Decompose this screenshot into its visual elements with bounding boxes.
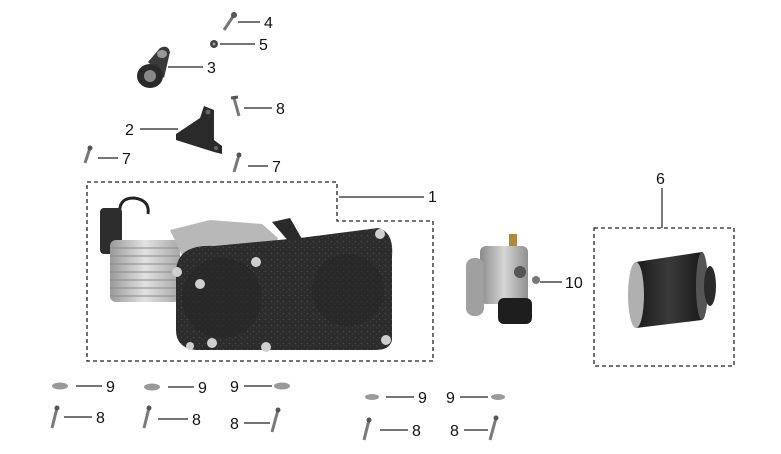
callout-8-r1: 8 (96, 410, 105, 427)
callout-7a: 7 (122, 151, 131, 168)
callout-1: 1 (428, 189, 437, 206)
engine-mount-part-3: 3 (137, 46, 216, 88)
air-filter-part-6: 6 (593, 171, 735, 367)
callout-8-top: 8 (276, 101, 285, 118)
bolt-part-7-right: 7 (232, 152, 281, 176)
bolt-part-8-r3: 8 (230, 407, 281, 433)
carburetor-part-10: 10 (466, 234, 583, 324)
callout-8-r5: 8 (450, 423, 459, 440)
bolt-part-8-r1: 8 (50, 405, 105, 429)
callout-3: 3 (207, 60, 216, 77)
callout-9-r3: 9 (230, 379, 239, 396)
callout-9-r2: 9 (198, 380, 207, 397)
callout-4: 4 (264, 15, 273, 32)
callout-5: 5 (259, 37, 268, 54)
bolt-part-8-r4: 8 (362, 417, 421, 441)
washer-part-9-r5: 9 (446, 390, 505, 407)
callout-10: 10 (565, 275, 583, 292)
callout-8-r4: 8 (412, 423, 421, 440)
bolt-part-4: 4 (222, 12, 273, 32)
bolt-part-8-top: 8 (230, 95, 285, 118)
bolt-part-8-r5: 8 (450, 415, 499, 441)
washer-part-9-r3: 9 (230, 379, 290, 396)
callout-7b: 7 (272, 159, 281, 176)
callout-9-r1: 9 (106, 379, 115, 396)
callout-8-r3: 8 (230, 416, 239, 433)
nut-part-5: 5 (210, 37, 268, 54)
callout-8-r2: 8 (192, 412, 201, 429)
washer-part-9-r4: 9 (365, 390, 427, 407)
callout-9-r4: 9 (418, 390, 427, 407)
bolt-part-8-r2: 8 (142, 405, 201, 429)
cylinder-fins (110, 240, 180, 302)
callout-2: 2 (125, 122, 134, 139)
washer-part-9-r1: 9 (52, 379, 115, 396)
callout-6: 6 (656, 171, 665, 188)
callout-9-r5: 9 (446, 390, 455, 407)
washer-part-9-r2: 9 (144, 380, 207, 397)
engine-assembly-part-1: 1 (86, 181, 437, 362)
bracket-part-2: 2 (125, 106, 222, 154)
bolt-part-7-left: 7 (83, 145, 131, 168)
